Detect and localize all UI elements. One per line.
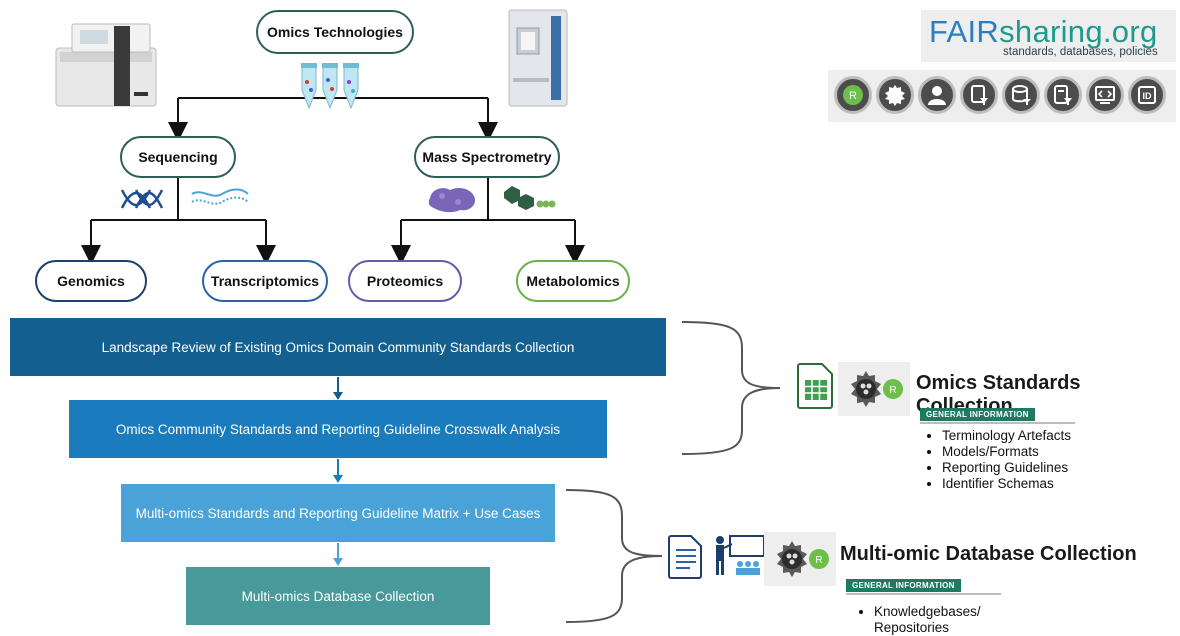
protein-icon — [428, 188, 476, 213]
brace-database — [565, 489, 663, 623]
brace-standards — [681, 321, 781, 455]
multi-omic-database-collection-title: Multi-omic Database Collection — [840, 543, 1137, 565]
document-icon — [668, 535, 702, 579]
list-item: Models/Formats — [942, 444, 1071, 460]
svg-text:R: R — [815, 555, 822, 566]
mass-spectrometer-image — [508, 9, 568, 107]
test-tubes-icon — [301, 63, 359, 110]
fairsharing-collection-icon: R — [838, 362, 910, 416]
list-item: Knowledgebases/ — [874, 604, 981, 620]
fairsharing-logo: FAIRsharing.org standards, databases, po… — [921, 10, 1176, 62]
stage-database-collection: Multi-omics Database Collection — [186, 567, 490, 625]
general-information-badge-standards: GENERAL INFORMATION — [920, 408, 1075, 424]
node-omics-technologies: Omics Technologies — [256, 10, 414, 54]
dna-icon — [120, 189, 164, 209]
node-sequencing: Sequencing — [120, 136, 236, 178]
list-item: Identifier Schemas — [942, 476, 1071, 492]
database-item-list: Knowledgebases/ Repositories — [856, 604, 981, 636]
stage-crosswalk-analysis: Omics Community Standards and Reporting … — [69, 400, 607, 458]
fairsharing-icon-strip: R ID — [828, 70, 1176, 122]
stage-matrix-use-cases: Multi-omics Standards and Reporting Guid… — [121, 484, 555, 542]
logo-sharing: sharing.org — [999, 14, 1158, 49]
rna-icon — [191, 188, 249, 205]
svg-text:R: R — [889, 385, 896, 396]
spreadsheet-icon — [797, 363, 833, 409]
node-mass-spectrometry: Mass Spectrometry — [414, 136, 560, 178]
node-transcriptomics: Transcriptomics — [202, 260, 328, 302]
document-filter-icon — [960, 76, 998, 114]
logo-tagline: standards, databases, policies — [1003, 46, 1158, 58]
registry-r-icon: R — [834, 76, 872, 114]
metabolite-icon — [504, 186, 556, 210]
fairsharing-collection-icon: R — [764, 532, 836, 586]
standard-gear-icon — [876, 76, 914, 114]
node-proteomics: Proteomics — [348, 260, 462, 302]
list-item: Repositories — [874, 620, 950, 635]
database-filter-icon — [1002, 76, 1040, 114]
general-information-badge-database: GENERAL INFORMATION — [846, 579, 1001, 595]
node-metabolomics: Metabolomics — [516, 260, 630, 302]
sequencer-image — [55, 23, 157, 107]
list-item: Terminology Artefacts — [942, 428, 1071, 444]
list-item: Reporting Guidelines — [942, 460, 1071, 476]
logo-fair: FAIR — [929, 14, 1000, 49]
identifier-icon: ID — [1128, 76, 1166, 114]
presenter-icon — [716, 535, 765, 575]
stage-landscape-review: Landscape Review of Existing Omics Domai… — [10, 318, 666, 376]
standards-item-list: Terminology Artefacts Models/Formats Rep… — [924, 428, 1071, 492]
code-icon — [1086, 76, 1124, 114]
pipeline-arrows — [333, 377, 343, 566]
svg-text:ID: ID — [1143, 91, 1153, 101]
svg-text:R: R — [849, 90, 857, 102]
policy-filter-icon — [1044, 76, 1082, 114]
node-genomics: Genomics — [35, 260, 147, 302]
user-icon — [918, 76, 956, 114]
